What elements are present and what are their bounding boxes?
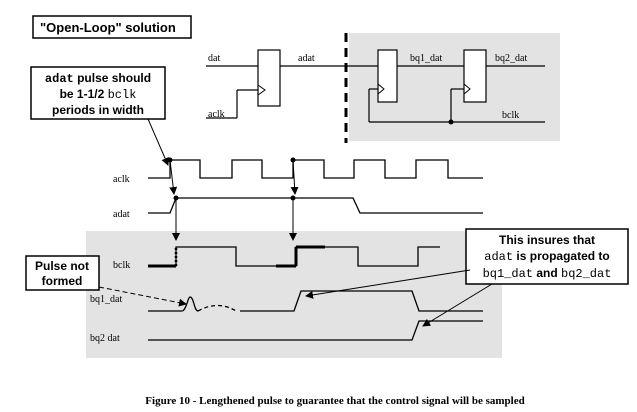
callout-insures-arrows [305, 269, 493, 327]
aclk-waveform [148, 159, 483, 179]
callout-insures-propagation: This insures that adat is propagated to … [465, 228, 629, 285]
svg-text:adat is propagated to: adat is propagated to [484, 249, 610, 264]
bq1-waveform [148, 290, 483, 312]
bq2-waveform [148, 320, 483, 341]
schematic-dat-label: dat [208, 53, 220, 64]
callout-adat-arrow [147, 118, 169, 166]
schematic-aclk-label: aclk [208, 109, 225, 120]
svg-text:be 1-1/2 bclk: be 1-1/2 bclk [60, 87, 137, 102]
schematic-bclk-label: bclk [502, 110, 519, 121]
wave-label-bq2: bq2 dat [90, 333, 120, 344]
adat-waveform [148, 197, 483, 214]
wave-label-aclk: aclk [113, 174, 130, 185]
svg-text:This insures that: This insures that [499, 233, 595, 247]
aclk-to-adat-arrows [169, 159, 299, 195]
waveform-domain-b-region [86, 231, 502, 358]
svg-text:adat pulse should: adat pulse should [45, 71, 151, 86]
svg-text:formed: formed [42, 274, 83, 288]
title-box: "Open-Loop" solution [32, 15, 192, 39]
svg-text:Pulse not: Pulse not [35, 259, 89, 273]
callout-pulse-arrow [98, 286, 187, 307]
schematic-wires [206, 65, 545, 123]
wave-label-bclk: bclk [113, 260, 130, 271]
schematic-adat-label: adat [298, 53, 315, 64]
flip-flop-bq2 [463, 49, 487, 103]
callout-adat-width: adat pulse should be 1-1/2 bclk periods … [30, 66, 166, 120]
flip-flop-adat [257, 49, 281, 107]
wave-label-bq1: bq1_dat [90, 294, 122, 305]
title-text: "Open-Loop" solution [40, 20, 176, 35]
wave-label-adat: adat [113, 209, 130, 220]
callout-pulse-not-formed: Pulse not formed [25, 255, 100, 291]
bclk-waveform [148, 245, 440, 268]
bclk-junction-dot [448, 119, 454, 125]
adat-to-bclk-arrows [172, 198, 297, 241]
svg-text:periods in width: periods in width [52, 103, 144, 117]
figure-caption: Figure 10 - Lengthened pulse to guarante… [145, 395, 524, 407]
svg-text:bq1_dat and bq2_dat: bq1_dat and bq2_dat [483, 266, 612, 281]
schematic-bq2-label: bq2_dat [495, 53, 527, 64]
schematic-bq1-label: bq1_dat [410, 53, 442, 64]
flip-flop-bq1 [377, 49, 398, 103]
